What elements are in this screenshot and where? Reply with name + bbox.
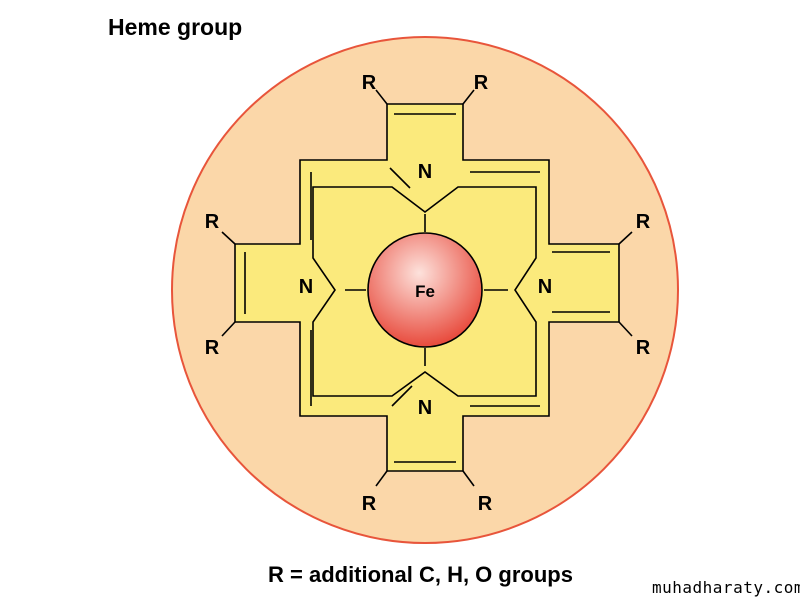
nitrogen-labels: N N N N [299,161,552,419]
page-title: Heme group [108,14,243,40]
nitrogen-label-bottom: N [418,397,432,419]
iron-atom [367,232,483,348]
legend-caption: R = additional C, H, O groups [268,562,573,587]
substituent-labels: R R R R R R R R [205,72,651,515]
r-label-bottom-right: R [478,493,493,515]
nitrogen-label-left: N [299,276,313,298]
double-bonds [244,113,610,463]
nitrogen-label-right: N [538,276,552,298]
r-label-right-bottom: R [636,337,651,359]
r-label-right-top: R [636,211,651,233]
nitrogen-label-top: N [418,161,432,183]
r-label-left-top: R [205,211,220,233]
r-label-left-bottom: R [205,337,220,359]
r-label-top-left: R [362,72,377,94]
coordination-bonds [345,214,508,366]
r-bonds [221,89,633,487]
r-label-top-right: R [474,72,489,94]
iron-label: Fe [415,282,435,301]
watermark: muhadharaty.com [652,578,800,597]
r-label-bottom-left: R [362,493,377,515]
